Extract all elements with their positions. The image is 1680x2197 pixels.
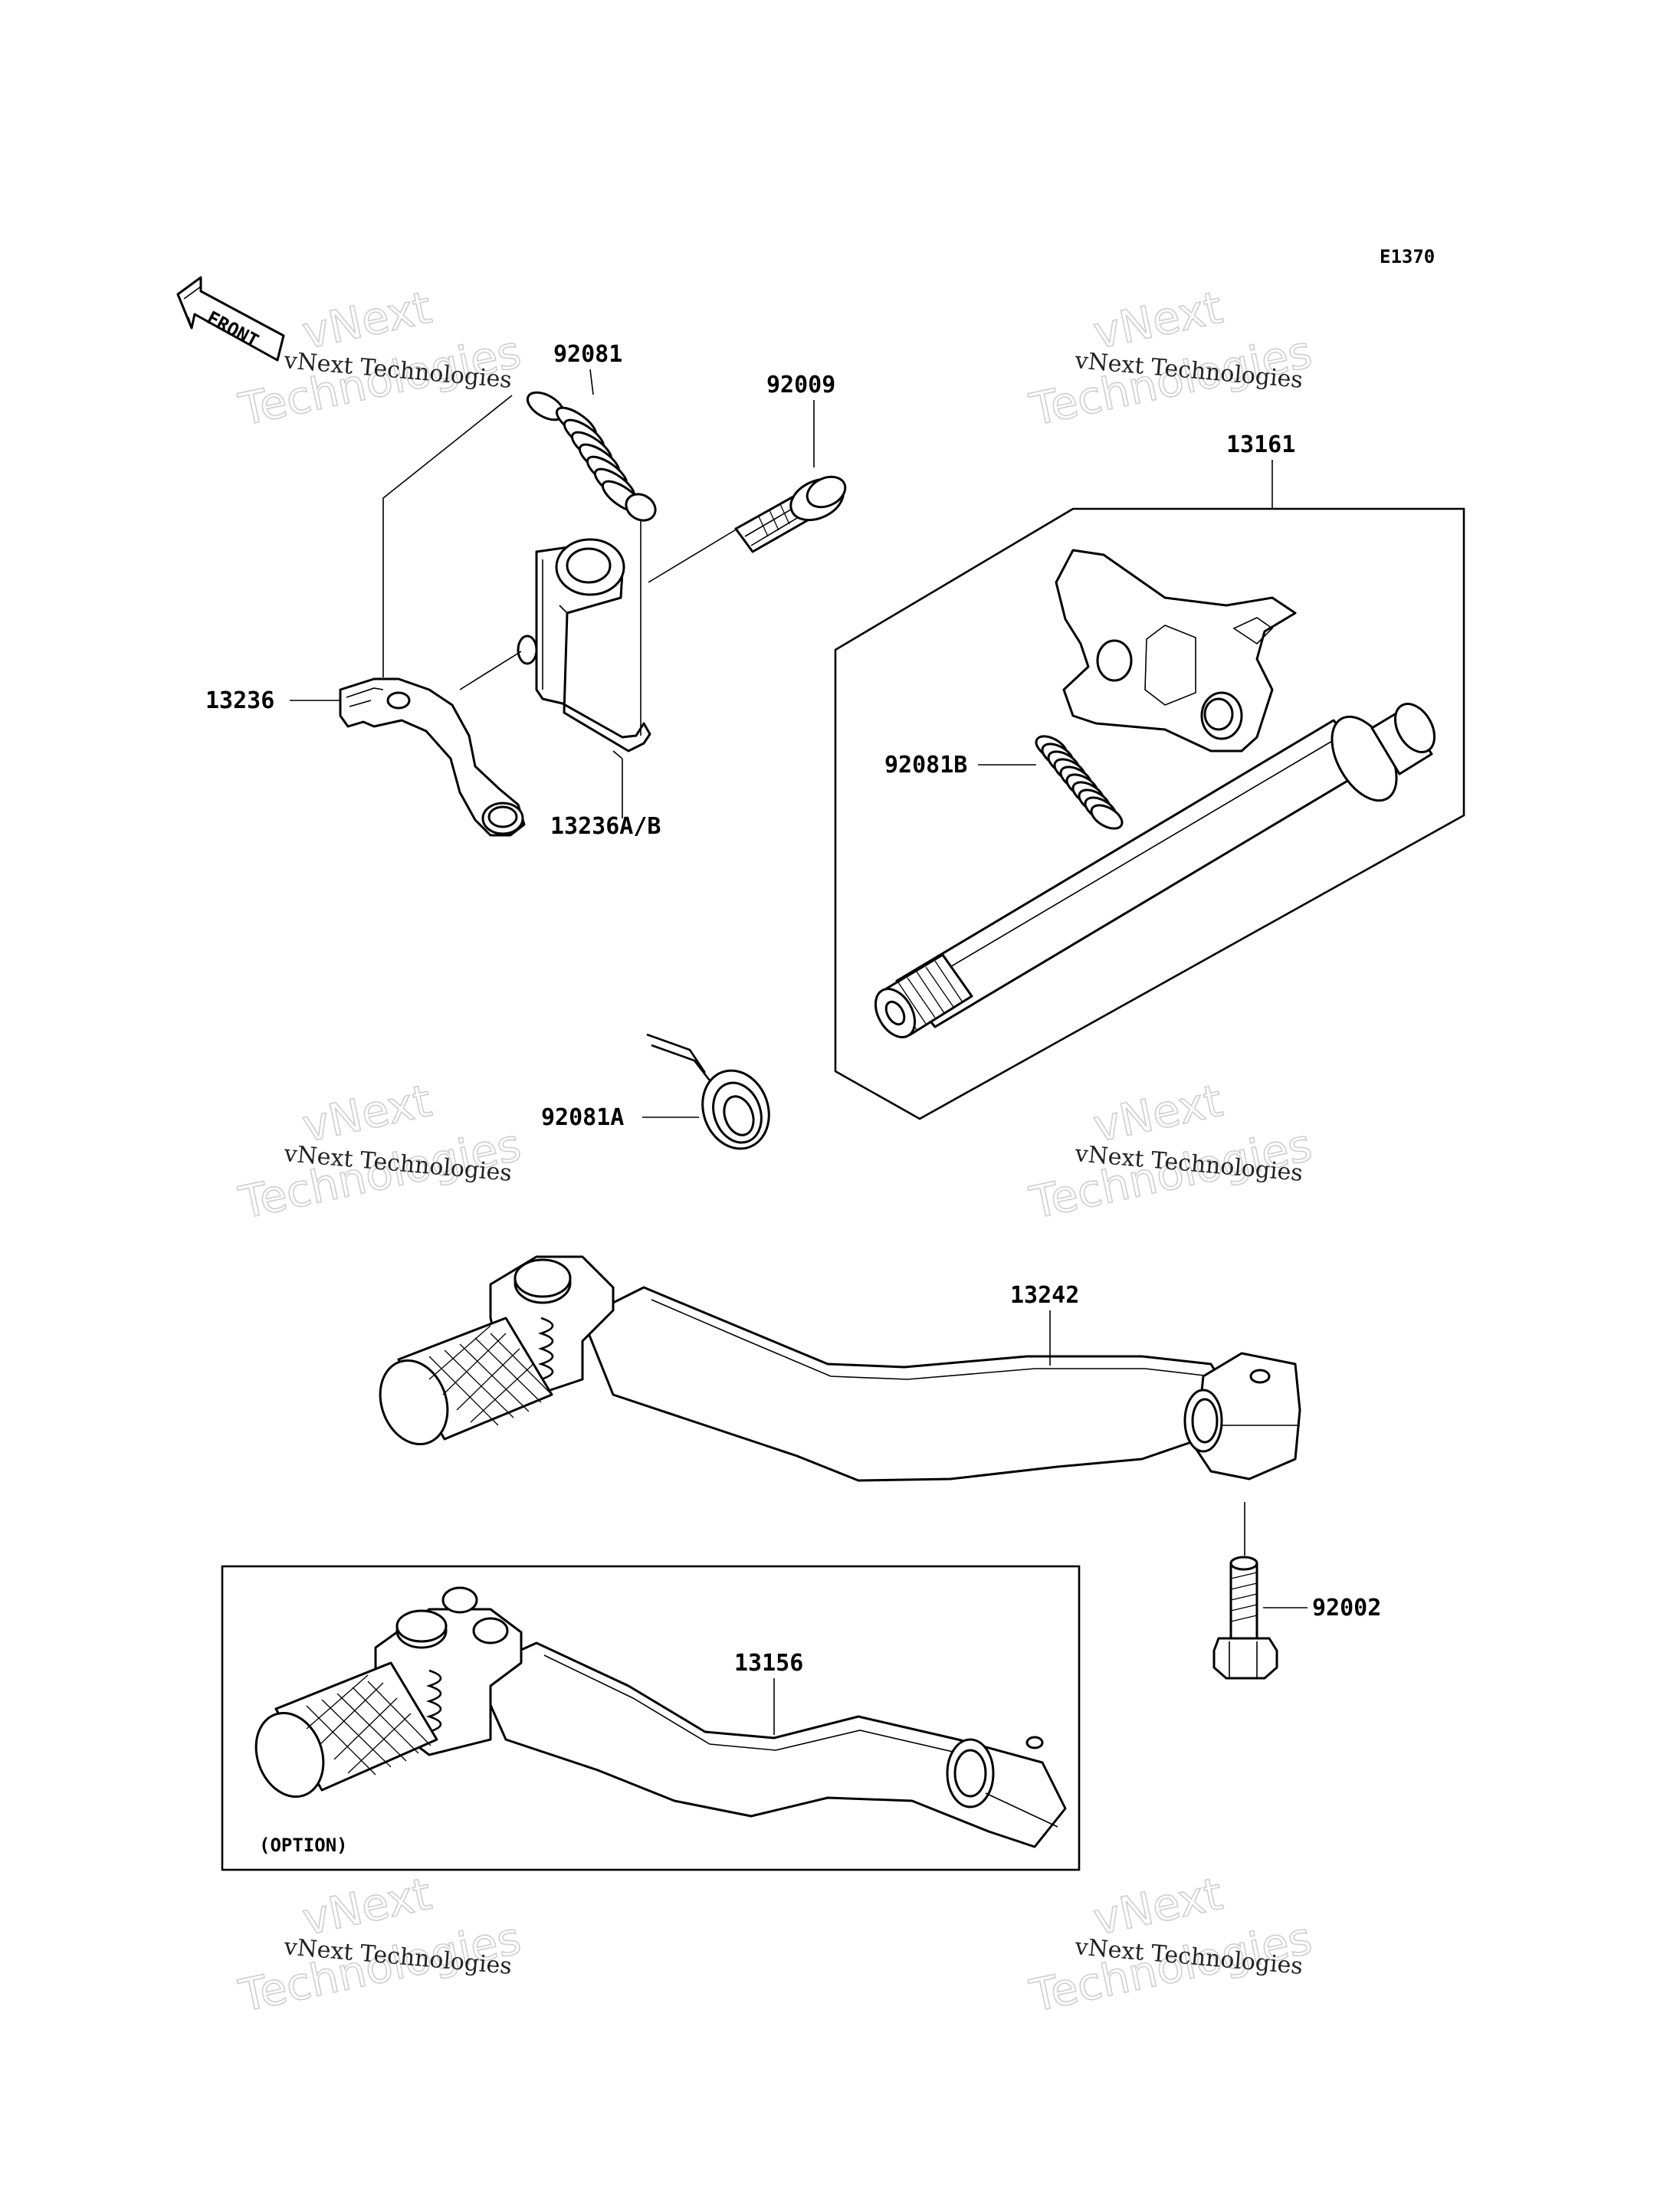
front-arrow-icon: FRONT [176, 276, 285, 362]
plate-13236ab [517, 538, 651, 753]
pedal-13242 [379, 1255, 1301, 1482]
watermark-bottom-right: vNext Technologies vNext Technologies [1025, 1867, 1317, 2023]
leader-13236ab [612, 750, 623, 818]
arm-13236 [339, 677, 526, 837]
label-13236ab: 13236A/B [550, 813, 661, 840]
label-92002: 92002 [1312, 1595, 1381, 1622]
option-label: (OPTION) [259, 1835, 348, 1856]
assembly-line-spring [382, 395, 513, 677]
label-13242: 13242 [1010, 1282, 1079, 1309]
label-13236: 13236 [205, 687, 274, 714]
shaft-assembly-box [834, 507, 1465, 1120]
watermark-bottom-left: vNext Technologies vNext Technologies [234, 1867, 526, 2023]
assembly-line-bolt [648, 528, 738, 583]
bolt-92009 [734, 475, 847, 553]
shaft-13161 [874, 549, 1436, 1038]
label-92081: 92081 [553, 341, 622, 368]
pedal-13156 [254, 1586, 1067, 1848]
spring-92081a [646, 1033, 770, 1150]
watermark-top-right: vNext Technologies vNext Technologies [1025, 280, 1317, 437]
watermark-mid-right: vNext Technologies vNext Technologies [1025, 1074, 1317, 1230]
assembly-line-arm [459, 651, 522, 690]
label-92081a: 92081A [541, 1104, 624, 1131]
spring-92081b [1035, 735, 1124, 830]
label-13161: 13161 [1226, 431, 1295, 458]
leader-92081 [589, 369, 594, 395]
label-92009: 92009 [766, 372, 835, 398]
diagram-code: E1370 [1380, 246, 1435, 267]
spring-92081 [526, 391, 657, 522]
label-13156: 13156 [734, 1650, 803, 1677]
option-box [221, 1565, 1081, 1871]
label-92081b: 92081B [884, 752, 967, 779]
bolt-92002 [1212, 1556, 1278, 1680]
watermark-mid-left: vNext Technologies vNext Technologies [234, 1074, 526, 1230]
